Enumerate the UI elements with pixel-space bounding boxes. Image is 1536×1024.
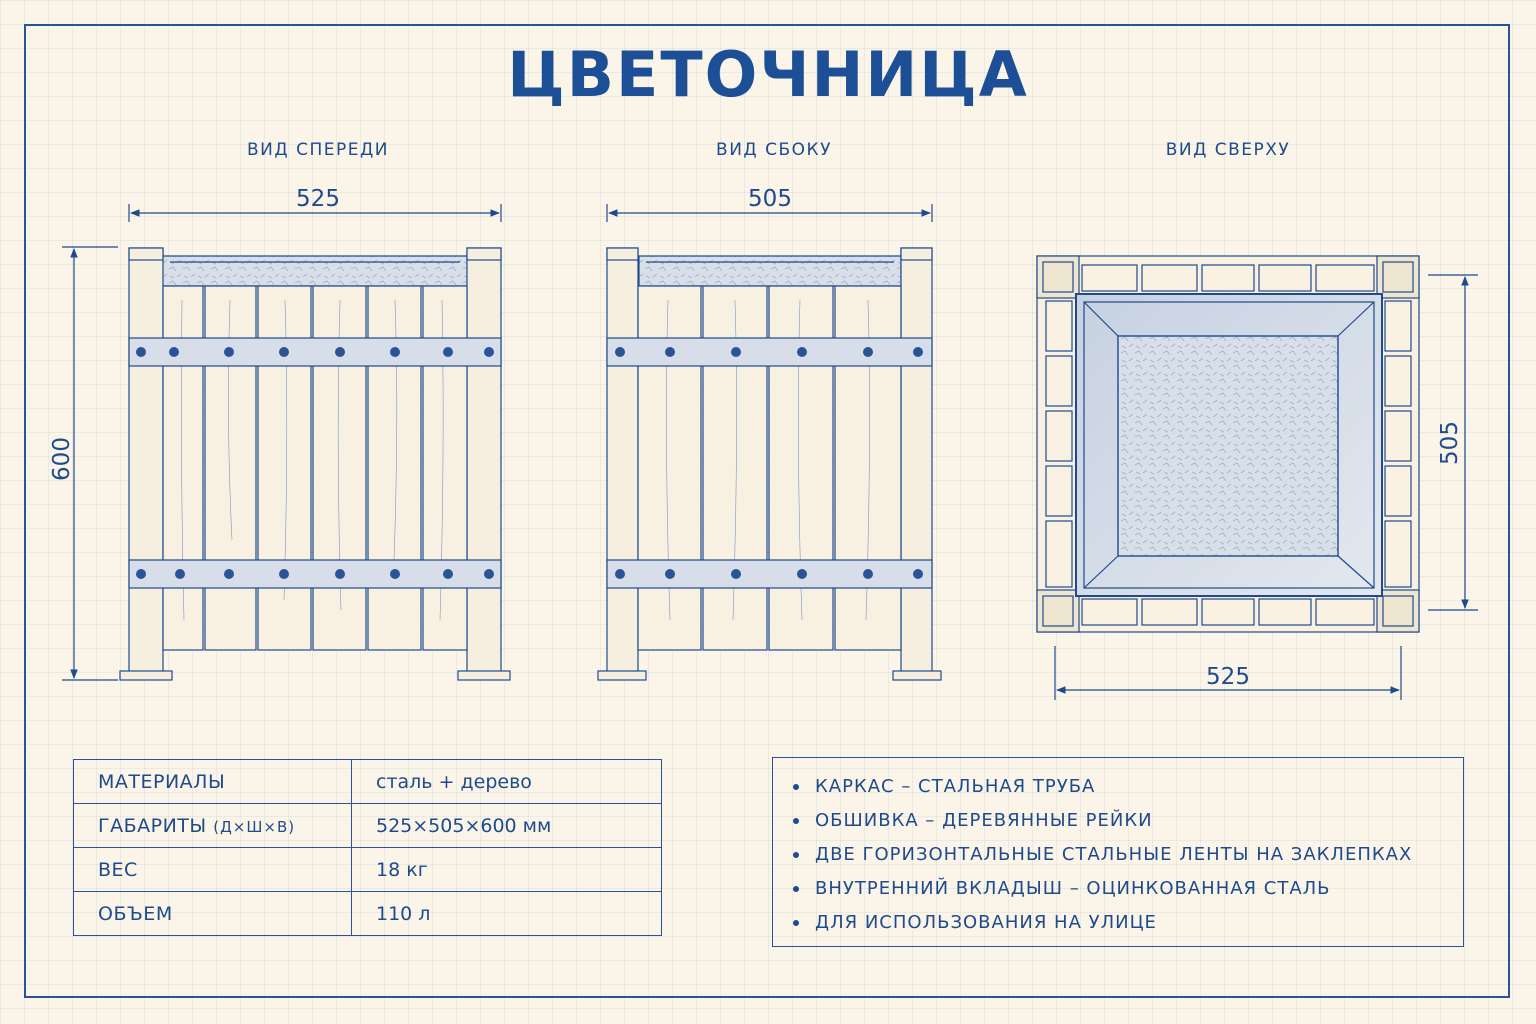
table-row: ВЕС 18 кг bbox=[73, 847, 662, 892]
list-item: ОБШИВКА – ДЕРЕВЯННЫЕ РЕЙКИ bbox=[793, 804, 1463, 838]
top-view-label: ВИД СВЕРХУ bbox=[1165, 140, 1291, 160]
note-text: КАРКАС – СТАЛЬНАЯ ТРУБА bbox=[815, 776, 1096, 797]
spec-value: 110 л bbox=[351, 891, 662, 936]
notes-list: КАРКАС – СТАЛЬНАЯ ТРУБА ОБШИВКА – ДЕРЕВЯ… bbox=[793, 770, 1463, 940]
list-item: ВНУТРЕННИЙ ВКЛАДЫШ – ОЦИНКОВАННАЯ СТАЛЬ bbox=[793, 872, 1463, 906]
spec-key-text: МАТЕРИАЛЫ bbox=[98, 770, 226, 793]
page-title: ЦВЕТОЧНИЦА bbox=[507, 38, 1029, 111]
spec-key: ВЕС bbox=[73, 847, 352, 892]
table-row: ГАБАРИТЫ (Д×Ш×В) 525×505×600 мм bbox=[73, 803, 662, 848]
front-width-dimension: 525 bbox=[296, 186, 340, 212]
specifications-table: МАТЕРИАЛЫ сталь + дерево ГАБАРИТЫ (Д×Ш×В… bbox=[73, 759, 662, 936]
notes-panel: КАРКАС – СТАЛЬНАЯ ТРУБА ОБШИВКА – ДЕРЕВЯ… bbox=[772, 757, 1464, 947]
top-view bbox=[1036, 255, 1478, 700]
spec-key-text: ОБЪЕМ bbox=[98, 902, 173, 925]
list-item: ДЛЯ ИСПОЛЬЗОВАНИЯ НА УЛИЦЕ bbox=[793, 906, 1463, 940]
side-view-label: ВИД СБОКУ bbox=[716, 140, 832, 160]
list-item: КАРКАС – СТАЛЬНАЯ ТРУБА bbox=[793, 770, 1463, 804]
spec-key: МАТЕРИАЛЫ bbox=[73, 759, 352, 804]
spec-key-text: ВЕС bbox=[98, 858, 138, 881]
spec-key-text: ГАБАРИТЫ bbox=[98, 814, 207, 837]
bullet-icon bbox=[793, 852, 799, 858]
top-width-dimension: 525 bbox=[1206, 664, 1250, 690]
bullet-icon bbox=[793, 920, 799, 926]
drawing-frame bbox=[24, 24, 1510, 998]
front-view-label: ВИД СПЕРЕДИ bbox=[247, 140, 389, 160]
bullet-icon bbox=[793, 818, 799, 824]
side-width-dimension: 505 bbox=[748, 186, 792, 212]
spec-key: ОБЪЕМ bbox=[73, 891, 352, 936]
list-item: ДВЕ ГОРИЗОНТАЛЬНЫЕ СТАЛЬНЫЕ ЛЕНТЫ НА ЗАК… bbox=[793, 838, 1463, 872]
table-row: МАТЕРИАЛЫ сталь + дерево bbox=[73, 759, 662, 804]
bullet-icon bbox=[793, 886, 799, 892]
note-text: ВНУТРЕННИЙ ВКЛАДЫШ – ОЦИНКОВАННАЯ СТАЛЬ bbox=[815, 878, 1331, 899]
side-view bbox=[597, 204, 942, 681]
note-text: ДЛЯ ИСПОЛЬЗОВАНИЯ НА УЛИЦЕ bbox=[815, 912, 1157, 933]
spec-key-suffix: (Д×Ш×В) bbox=[213, 817, 296, 836]
bullet-icon bbox=[793, 784, 799, 790]
spec-key: ГАБАРИТЫ (Д×Ш×В) bbox=[73, 803, 352, 848]
spec-value: сталь + дерево bbox=[351, 759, 662, 804]
spec-value: 18 кг bbox=[351, 847, 662, 892]
note-text: ОБШИВКА – ДЕРЕВЯННЫЕ РЕЙКИ bbox=[815, 810, 1153, 831]
note-text: ДВЕ ГОРИЗОНТАЛЬНЫЕ СТАЛЬНЫЕ ЛЕНТЫ НА ЗАК… bbox=[815, 844, 1413, 865]
front-view bbox=[62, 204, 511, 681]
spec-value: 525×505×600 мм bbox=[351, 803, 662, 848]
table-row: ОБЪЕМ 110 л bbox=[73, 891, 662, 936]
